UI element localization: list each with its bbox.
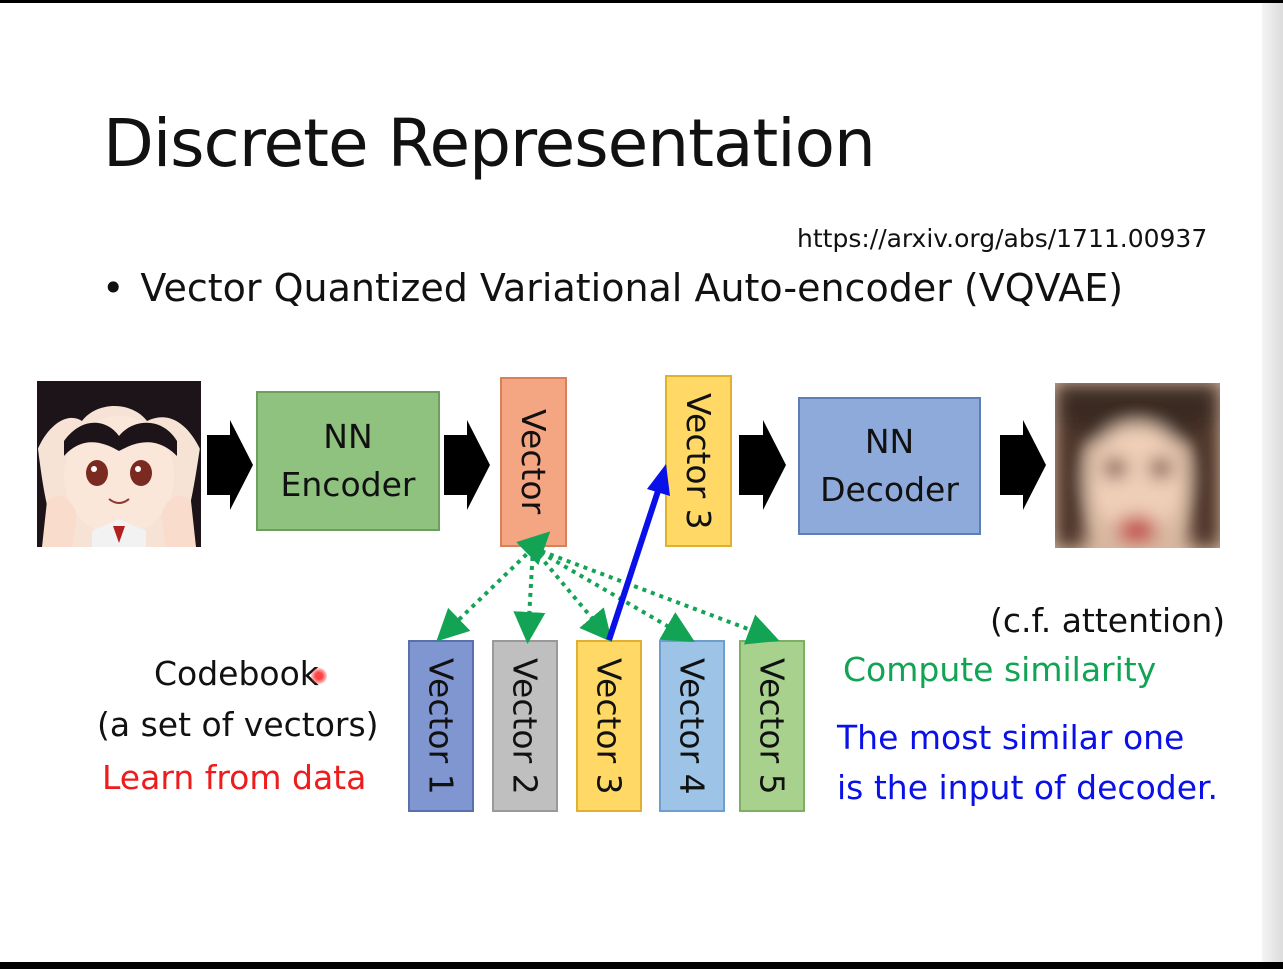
output-image bbox=[1055, 383, 1220, 548]
similarity-arrow-2 bbox=[513, 547, 546, 644]
decoder-line1: NN bbox=[864, 422, 915, 461]
codebook-vector-1: Vector 1 bbox=[408, 640, 474, 812]
attention-note: (c.f. attention) bbox=[990, 601, 1226, 640]
nn-encoder-box: NN Encoder bbox=[256, 391, 440, 531]
input-image bbox=[37, 381, 201, 547]
top-border bbox=[0, 0, 1283, 3]
bullet-text: Vector Quantized Variational Auto-encode… bbox=[140, 266, 1124, 310]
flow-arrow-4 bbox=[1000, 420, 1046, 510]
flow-arrow-2 bbox=[444, 420, 490, 510]
similarity-arrow-3 bbox=[531, 546, 613, 643]
codebook-subtitle: (a set of vectors) bbox=[97, 705, 379, 744]
flow-arrow-3 bbox=[739, 420, 786, 510]
codebook-title: Codebook bbox=[154, 654, 319, 693]
codebook-vector-4: Vector 4 bbox=[659, 640, 725, 812]
selected-vector-label: Vector 3 bbox=[679, 392, 718, 530]
codebook-vector-3: Vector 3 bbox=[576, 640, 642, 812]
right-edge-shade bbox=[1262, 3, 1283, 962]
bottom-border bbox=[0, 962, 1283, 969]
codebook-vector-5: Vector 5 bbox=[739, 640, 805, 812]
codebook-vector-4-label: Vector 4 bbox=[672, 657, 712, 795]
codebook-vector-2: Vector 2 bbox=[492, 640, 558, 812]
codebook-learn-note: Learn from data bbox=[102, 758, 367, 797]
encoded-vector-label: Vector bbox=[514, 409, 553, 515]
bullet-point: • Vector Quantized Variational Auto-encod… bbox=[102, 266, 1123, 310]
encoder-line1: NN bbox=[323, 417, 373, 456]
most-similar-note-line1: The most similar one bbox=[837, 718, 1185, 757]
selected-vector-box: Vector 3 bbox=[665, 375, 732, 547]
codebook-vector-5-label: Vector 5 bbox=[752, 657, 792, 795]
similarity-arrow-5 bbox=[532, 546, 780, 645]
bullet-dot-icon: • bbox=[102, 266, 125, 310]
similarity-note: Compute similarity bbox=[843, 650, 1157, 689]
selection-arrow-head bbox=[647, 464, 670, 496]
slide-title: Discrete Representation bbox=[103, 105, 876, 182]
similarity-arrow-1 bbox=[436, 531, 551, 642]
codebook-vector-3-label: Vector 3 bbox=[589, 657, 629, 795]
codebook-vector-1-label: Vector 1 bbox=[421, 657, 461, 795]
codebook-vector-2-label: Vector 2 bbox=[505, 657, 545, 795]
similarity-arrow-4 bbox=[531, 546, 695, 643]
paper-link[interactable]: https://arxiv.org/abs/1711.00937 bbox=[797, 224, 1208, 253]
most-similar-note-line2: is the input of decoder. bbox=[837, 768, 1219, 807]
decoder-line2: Decoder bbox=[820, 470, 959, 509]
selection-arrow bbox=[606, 487, 662, 641]
pointer-cursor-icon bbox=[311, 668, 327, 684]
encoder-line2: Encoder bbox=[280, 465, 416, 504]
flow-arrow-1 bbox=[207, 420, 253, 510]
similarity-arrows bbox=[436, 531, 780, 645]
nn-decoder-box: NN Decoder bbox=[798, 397, 981, 535]
